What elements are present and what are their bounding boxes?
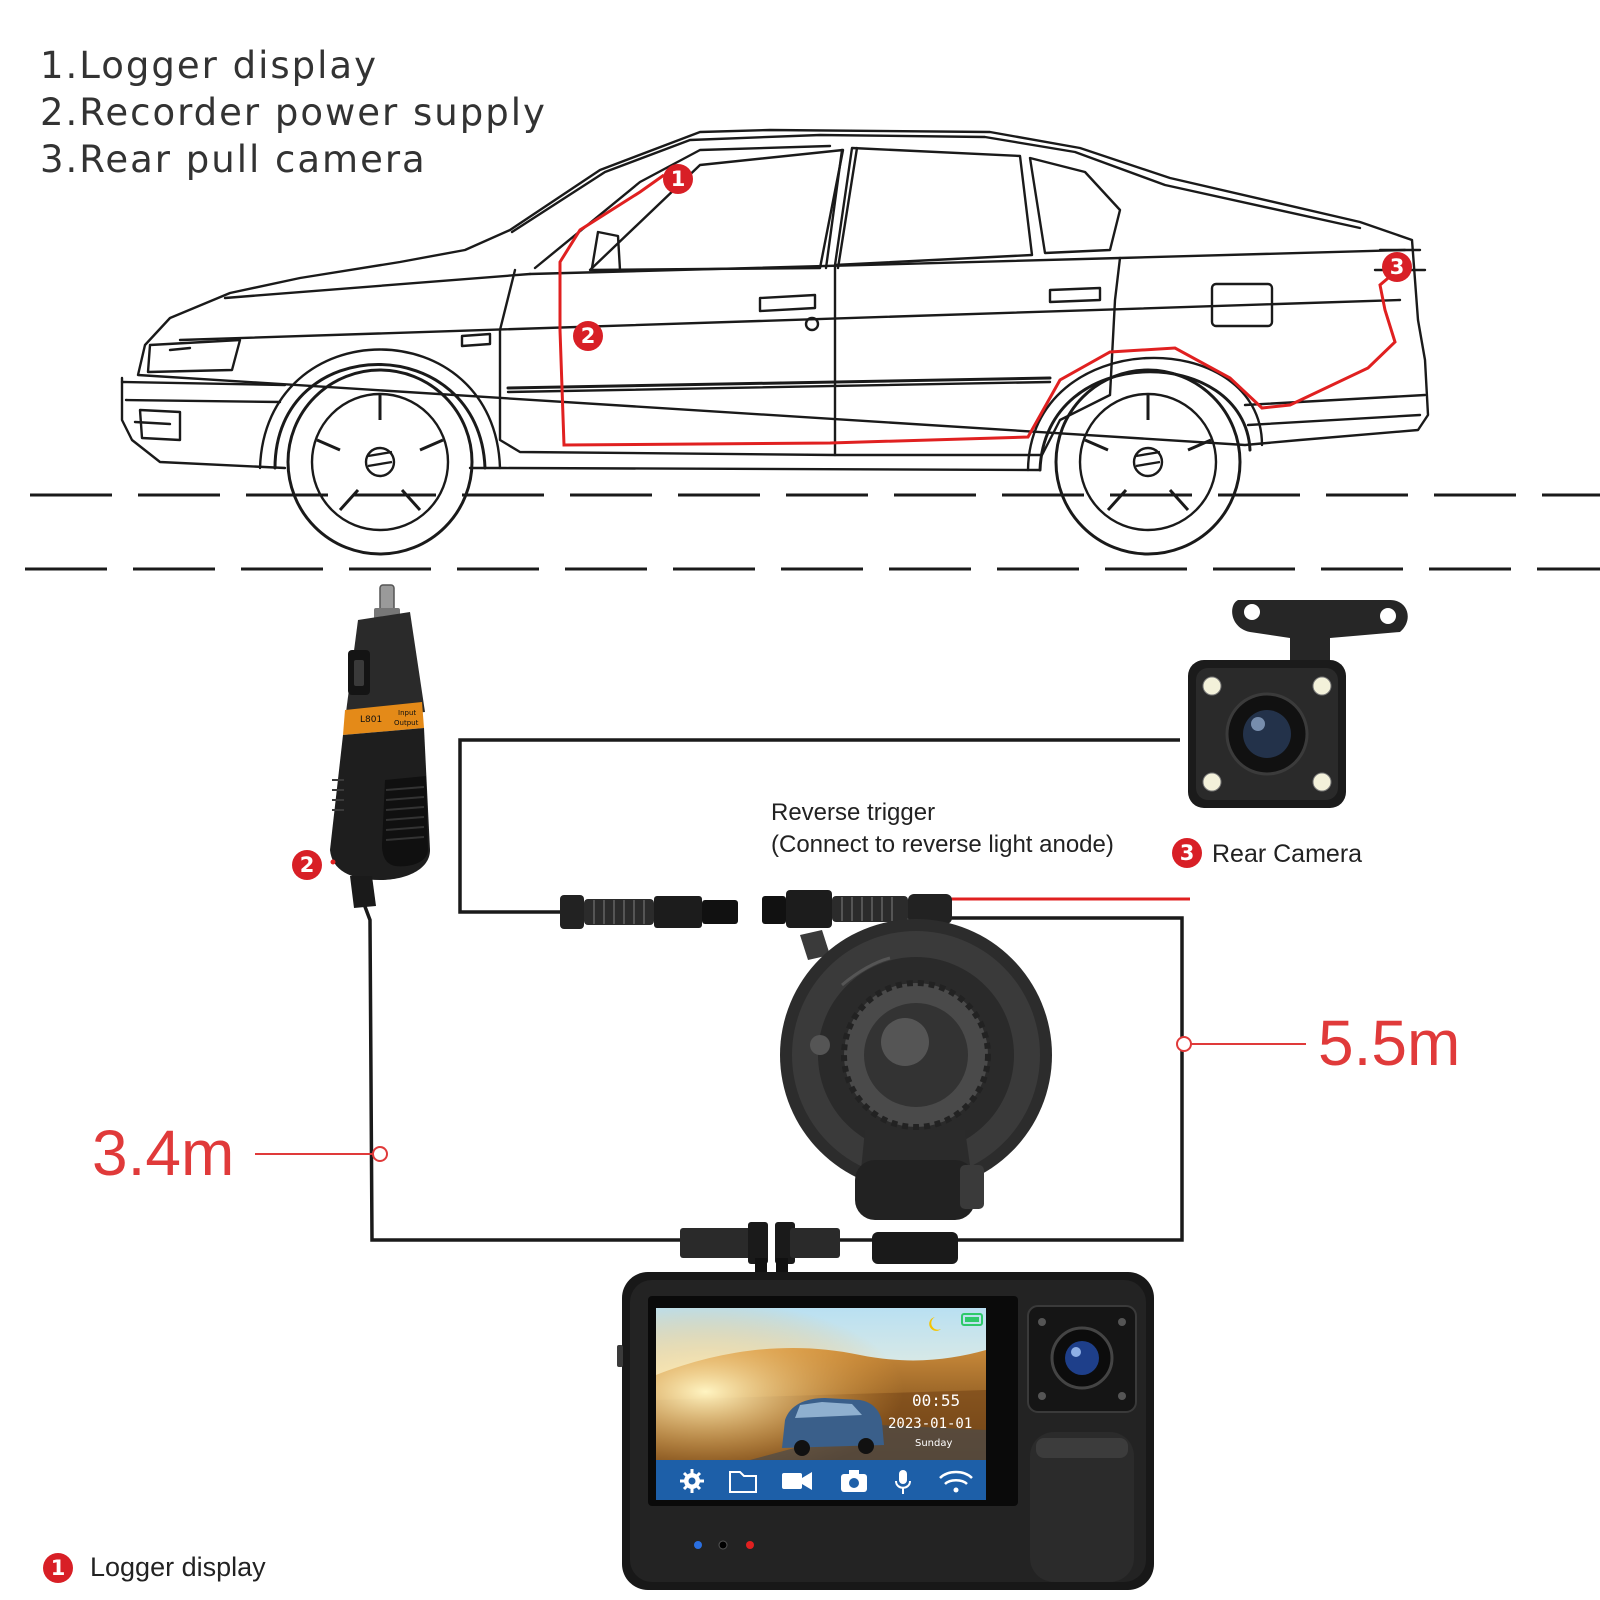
screen-day: Sunday: [915, 1438, 952, 1449]
microphone-icon: [895, 1470, 911, 1494]
marker-rear-camera: 3: [1382, 252, 1412, 282]
rear-camera-label: Rear Camera: [1212, 840, 1363, 868]
wifi-icon: [939, 1470, 973, 1493]
rear-camera-connector-right: [762, 890, 952, 928]
dashcam-plug-rear: [775, 1222, 840, 1278]
dashcam-screen: 00:55 2023-01-01 Sunday: [656, 1308, 986, 1500]
car-charger: L801 Input Output: [330, 584, 430, 908]
road-lines: [25, 493, 1600, 571]
charger-model-text: L801: [360, 715, 382, 725]
length-pointer-rear: [1176, 1036, 1306, 1052]
marker-logger-display: 1: [663, 164, 693, 194]
inner-camera: [1027, 1305, 1137, 1582]
legend-item-logger-display: 1.Logger display: [40, 44, 378, 87]
legend-item-recorder-power: 2.Recorder power supply: [40, 91, 547, 134]
legend-item-rear-camera: 3.Rear pull camera: [40, 138, 427, 181]
screen-toolbar: [680, 1469, 973, 1494]
charger-output-text: Output: [394, 719, 419, 727]
power-cable-length: 3.4m: [92, 1117, 235, 1189]
dashcam-plug-power: [680, 1222, 768, 1278]
car-outline: [120, 128, 1430, 472]
car-wiring-route: [558, 173, 1401, 447]
rear-camera-device: [1188, 600, 1408, 808]
screen-time: 00:55: [912, 1391, 960, 1410]
reverse-trigger-label: Reverse trigger: [771, 799, 936, 826]
marker-charger: 2: [292, 850, 322, 880]
rear-cable-length: 5.5m: [1318, 1007, 1461, 1079]
rear-wheel: [1054, 368, 1242, 556]
suction-mount: [780, 919, 1052, 1264]
bottom-legend-label: Logger display: [90, 1552, 266, 1582]
folder-icon: [729, 1471, 757, 1493]
marker-rear-camera-label: 3: [1172, 838, 1202, 868]
rear-camera-connector-left: [560, 895, 738, 929]
gear-icon: [680, 1469, 704, 1493]
status-leds: [694, 1540, 754, 1550]
length-pointer-power: [255, 1146, 388, 1162]
camera-icon: [841, 1470, 867, 1492]
charger-input-text: Input: [398, 709, 416, 717]
marker-power-supply: 2: [573, 321, 603, 351]
reverse-trigger-note: (Connect to reverse light anode): [771, 831, 1114, 858]
video-camera-icon: [782, 1472, 812, 1490]
diagram-cables: [356, 738, 1184, 1242]
top-legend: 1.Logger display 2.Recorder power supply…: [40, 42, 547, 183]
screen-date: 2023-01-01: [888, 1416, 972, 1432]
marker-bottom-legend: 1: [43, 1553, 73, 1583]
front-wheel: [286, 368, 474, 556]
